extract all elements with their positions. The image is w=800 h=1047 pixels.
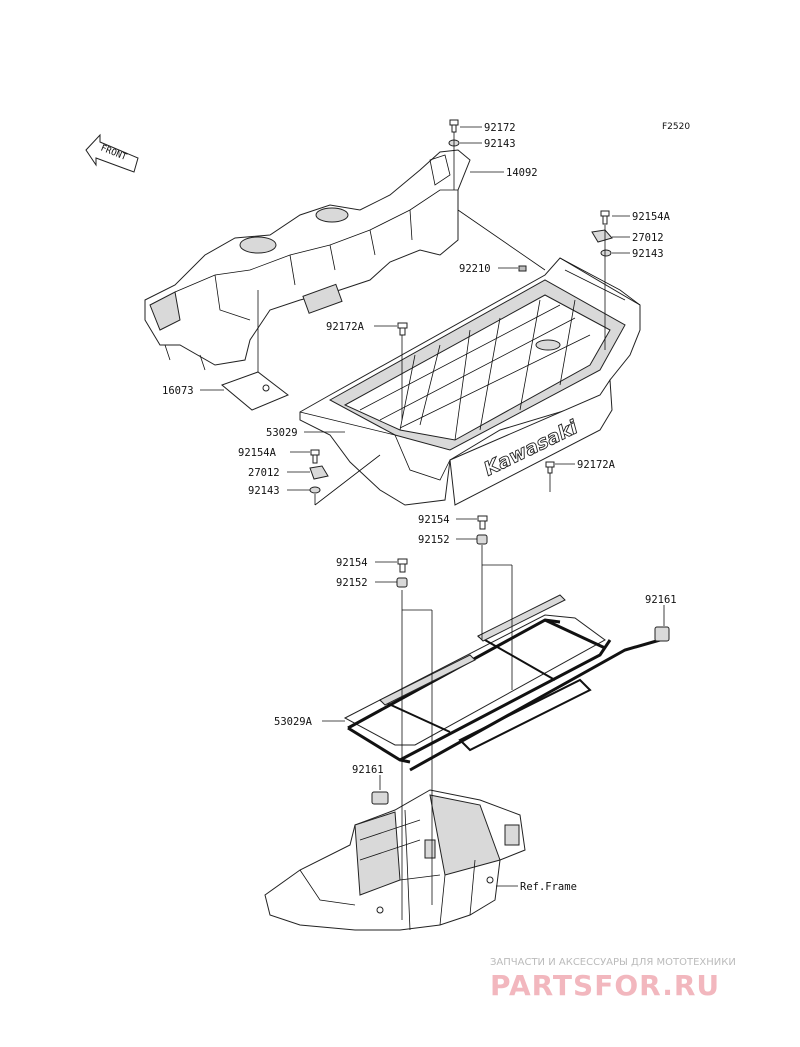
callout-92154A-right: 92154A [632,211,671,223]
bolt-92172A-lower [545,461,555,474]
callout-27012-left: 27012 [248,467,280,479]
callout-92210: 92210 [459,263,491,275]
callout-92143-left: 92143 [248,485,280,497]
watermark-logo: PARTSFOR.RU [490,969,720,1002]
washer-92143-right [600,249,612,257]
watermark-tagline: ЗАПЧАСТИ И АКСЕССУАРЫ ДЛЯ МОТОТЕХНИКИ [490,957,736,968]
callout-92161-right: 92161 [645,594,677,606]
watermark: ЗАПЧАСТИ И АКСЕССУАРЫ ДЛЯ МОТОТЕХНИКИ PA… [490,957,736,1002]
callout-ref-frame: Ref.Frame [520,881,577,893]
vehicle-frame [264,789,526,931]
callout-92172A-lower: 92172A [577,459,616,471]
callout-92152-right: 92152 [418,534,450,546]
callout-92154A-left: 92154A [238,447,277,459]
callout-53029A: 53029A [274,716,313,728]
callout-92143-right: 92143 [632,248,664,260]
clip-27012-left [309,465,329,480]
pad-16073 [221,290,289,411]
figure-code: F2520 [662,122,690,132]
collar-92152-right [476,534,488,545]
leader-lines [200,126,665,887]
bolt-92154A-left [310,449,320,464]
seat-base-cover [144,149,471,371]
bolt-92172 [449,119,459,133]
callout-14092: 14092 [506,167,538,179]
cargo-frame [343,594,670,805]
callout-92172A-upper: 92172A [326,321,365,333]
washer-92143-left [309,486,321,494]
callout-92172: 92172 [484,122,516,134]
callout-92161-left: 92161 [352,764,384,776]
callout-92143-top: 92143 [484,138,516,150]
bolt-92154A-right [600,210,610,225]
callout-92154-right: 92154 [418,514,450,526]
callout-92152-left: 92152 [336,577,368,589]
callout-53029: 53029 [266,427,298,439]
callout-27012-right: 27012 [632,232,664,244]
front-arrow-icon: FRONT [85,133,139,173]
collar-92152-left [396,577,408,588]
assembly-lines [314,132,606,920]
nut-92210 [518,265,527,272]
callout-92154-left: 92154 [336,557,368,569]
clip-27012-right [591,229,613,243]
callout-labels: 92172 92143 14092 92154A 27012 92143 922… [162,122,677,893]
bolt-92154-left [397,558,408,573]
bolt-92172A-upper [397,322,408,336]
bolt-92154-right [477,515,488,530]
callout-16073: 16073 [162,385,194,397]
